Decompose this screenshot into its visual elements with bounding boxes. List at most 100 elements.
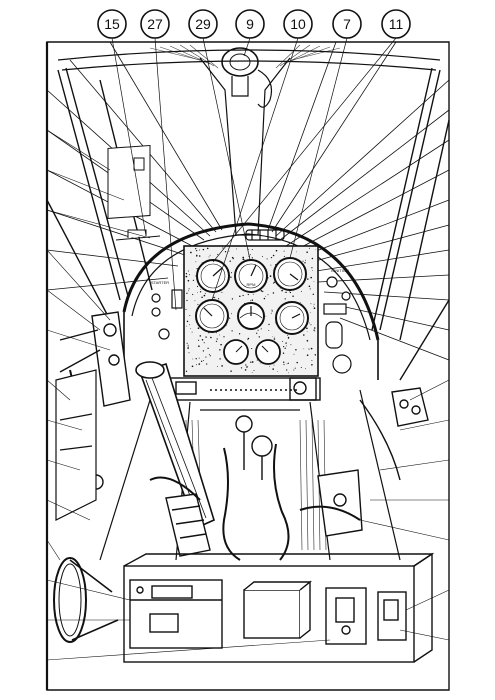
panel-speckle <box>268 323 270 326</box>
ignition-switch <box>323 276 352 374</box>
panel-speckle <box>205 336 207 338</box>
panel-speckle <box>228 251 230 252</box>
panel-speckle <box>251 248 253 251</box>
callout-circle <box>235 9 265 39</box>
panel-speckle <box>186 292 188 294</box>
panel-speckle <box>189 315 191 317</box>
panel-speckle <box>312 293 315 296</box>
panel-speckle <box>198 255 201 257</box>
panel-speckle <box>286 369 288 371</box>
panel-speckle <box>192 279 194 281</box>
panel-speckle <box>247 293 249 296</box>
panel-speckle <box>231 256 234 259</box>
panel-speckle <box>287 362 289 364</box>
panel-speckle <box>196 256 198 258</box>
panel-speckle <box>238 333 241 335</box>
panel-speckle <box>299 301 301 303</box>
panel-speckle <box>192 358 194 360</box>
panel-speckle <box>196 268 198 270</box>
panel-speckle <box>203 342 205 344</box>
panel-speckle <box>188 290 189 292</box>
panel-speckle <box>284 291 286 293</box>
callout-number: 7 <box>343 16 351 32</box>
panel-speckle <box>294 367 296 369</box>
panel-speckle <box>302 260 304 262</box>
panel-speckle <box>252 293 254 295</box>
panel-speckle <box>287 337 290 339</box>
oil-pressure-gauge <box>223 339 249 365</box>
panel-speckle <box>268 330 270 331</box>
panel-speckle <box>188 288 190 290</box>
ignition-placard: IGNITION <box>331 268 349 273</box>
panel-speckle <box>262 256 263 258</box>
panel-speckle <box>222 247 224 249</box>
panel-speckle <box>228 317 231 319</box>
panel-speckle <box>257 329 259 331</box>
panel-speckle <box>185 308 187 310</box>
panel-speckle <box>292 295 294 297</box>
panel-speckle <box>195 261 197 263</box>
panel-speckle <box>242 258 245 261</box>
panel-speckle <box>195 247 197 250</box>
panel-speckle <box>202 360 204 361</box>
panel-speckle <box>229 260 231 262</box>
panel-speckle <box>223 336 225 338</box>
panel-speckle <box>309 288 311 290</box>
panel-speckle <box>256 332 258 334</box>
panel-speckle <box>190 328 192 329</box>
panel-speckle <box>304 262 306 264</box>
panel-speckle <box>187 347 189 350</box>
panel-speckle <box>266 258 268 260</box>
panel-speckle <box>306 327 308 330</box>
callout-panel-light-switch: 27 <box>140 9 170 39</box>
panel-speckle <box>190 251 192 254</box>
panel-speckle <box>305 259 306 261</box>
panel-speckle <box>239 295 241 298</box>
panel-speckle <box>313 305 314 307</box>
panel-speckle <box>199 249 201 251</box>
panel-speckle <box>283 346 285 348</box>
panel-speckle <box>206 247 209 250</box>
data-placard <box>107 144 161 241</box>
panel-speckle <box>248 248 250 250</box>
panel-speckle <box>308 285 311 288</box>
panel-speckle <box>199 291 202 293</box>
callout-altimeter: 10 <box>283 9 313 39</box>
panel-speckle <box>198 363 201 365</box>
panel-speckle <box>314 330 316 332</box>
panel-speckle <box>230 272 233 274</box>
tachometer-tag: RPM <box>247 282 256 287</box>
fuel-valve <box>235 415 273 480</box>
panel-speckle <box>303 334 305 336</box>
panel-speckle <box>198 357 200 359</box>
panel-speckle <box>313 281 315 282</box>
panel-speckle <box>275 249 278 252</box>
panel-speckle <box>188 352 190 354</box>
radio-transmitter <box>243 580 312 639</box>
panel-speckle <box>306 251 308 253</box>
callout-circle <box>140 9 170 39</box>
panel-speckle <box>272 368 274 370</box>
panel-speckle <box>296 251 297 253</box>
rudder-pedal-left <box>165 493 211 557</box>
panel-speckle <box>202 248 205 251</box>
panel-speckle <box>273 364 275 366</box>
panel-speckle <box>195 358 197 360</box>
panel-speckle <box>274 322 276 324</box>
panel-speckle <box>313 327 316 329</box>
panel-speckle <box>306 331 308 333</box>
panel-speckle <box>272 336 273 338</box>
panel-speckle <box>314 354 317 356</box>
panel-speckle <box>307 278 309 280</box>
callout-number: 15 <box>104 16 120 32</box>
panel-speckle <box>206 363 208 365</box>
callout-circle <box>283 9 313 39</box>
panel-speckle <box>273 338 276 340</box>
callout-circle <box>188 9 218 39</box>
panel-speckle <box>282 352 285 354</box>
panel-speckle <box>244 259 245 260</box>
panel-speckle <box>191 331 193 333</box>
panel-speckle <box>273 281 275 284</box>
